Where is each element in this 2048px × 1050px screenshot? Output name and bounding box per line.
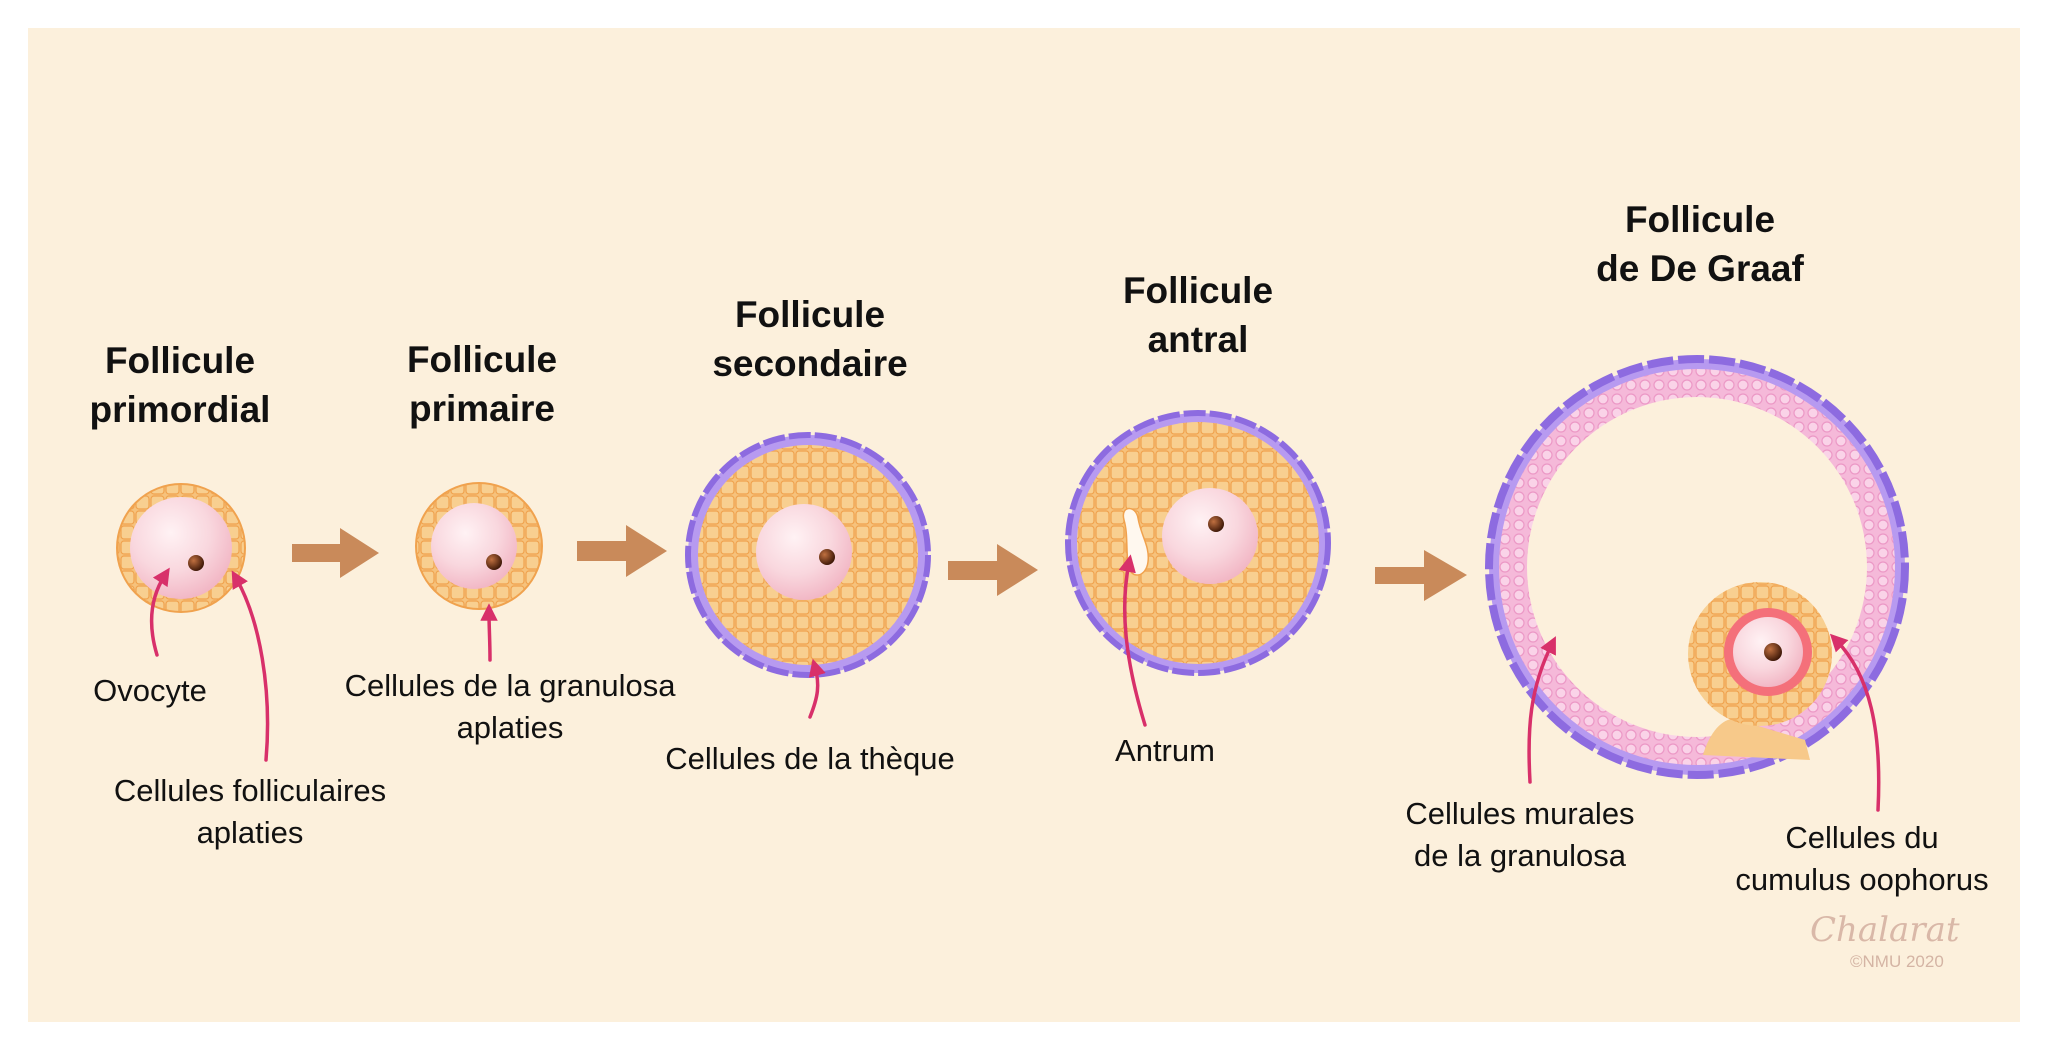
pointer-theque: [808, 658, 826, 719]
nucleus-primary: [486, 554, 502, 570]
graafian-follicle: [1485, 355, 1909, 779]
stage-title-primordial: Follicule primordial: [60, 336, 300, 434]
label-line-1: Cellules folliculaires: [113, 773, 387, 808]
title-line-2: primordial: [89, 389, 271, 430]
title-line-1: Follicule: [1122, 270, 1274, 311]
pointer-ovocyte: [149, 567, 170, 657]
title-line-2: primaire: [408, 388, 555, 429]
title-line-1: Follicule: [734, 294, 886, 335]
primordial-follicle: [116, 483, 246, 613]
title-line-1: Follicule: [406, 339, 558, 380]
label-granulosa-aplaties: Cellules de la granulosa aplaties: [310, 665, 710, 749]
label-cellules-cumulus: Cellules du cumulus oophorus: [1712, 817, 2012, 901]
pointer-granulosa-aplaties: [480, 603, 498, 662]
oocyte-primordial: [130, 497, 232, 599]
label-line-1: Cellules murales: [1405, 796, 1635, 831]
label-theque: Cellules de la thèque: [630, 738, 990, 780]
stage-title-primaire: Follicule primaire: [362, 335, 602, 433]
primary-follicle: [415, 482, 543, 610]
label-line-2: de la granulosa: [1414, 838, 1626, 873]
label-line-1: Cellules du: [1785, 820, 1939, 855]
label-text: Cellules de la thèque: [665, 741, 955, 776]
antral-follicle: [1065, 410, 1331, 676]
title-line-2: antral: [1147, 319, 1249, 360]
title-line-1: Follicule: [1624, 199, 1776, 240]
label-text: Antrum: [1115, 733, 1215, 768]
arrow-2: [577, 525, 667, 577]
stage-title-secondaire: Follicule secondaire: [670, 290, 950, 388]
arrow-4: [1375, 550, 1467, 601]
artist-signature: Chalarat: [1810, 910, 1960, 950]
oocyte-primary: [431, 503, 517, 589]
pointer-antrum: [1118, 554, 1147, 727]
label-cellules-folliculaires: Cellules folliculaires aplaties: [70, 770, 430, 854]
pointer-murales: [1527, 636, 1556, 784]
oocyte-antral: [1162, 488, 1258, 584]
label-ovocyte: Ovocyte: [70, 670, 230, 712]
label-antrum: Antrum: [1090, 730, 1240, 772]
label-cellules-murales: Cellules murales de la granulosa: [1370, 793, 1670, 877]
title-line-2: secondaire: [712, 343, 908, 384]
title-line-2: de De Graaf: [1596, 248, 1804, 289]
secondary-follicle: [685, 432, 931, 678]
cumulus-stalk: [1703, 718, 1810, 760]
arrow-3: [948, 544, 1038, 596]
label-line-2: aplaties: [196, 815, 304, 850]
pointer-cellules-folliculaires: [231, 570, 270, 762]
label-line-1: Cellules de la granulosa: [344, 668, 676, 703]
label-text: Ovocyte: [93, 673, 207, 708]
label-line-2: aplaties: [456, 710, 564, 745]
nucleus-graaf: [1764, 643, 1782, 661]
nucleus-secondary: [819, 549, 835, 565]
stage-title-de-graaf: Follicule de De Graaf: [1555, 195, 1845, 293]
arrow-1: [292, 528, 379, 578]
title-line-1: Follicule: [104, 340, 256, 381]
nucleus-primordial: [188, 555, 204, 571]
nucleus-antral: [1208, 516, 1224, 532]
label-line-2: cumulus oophorus: [1735, 862, 1989, 897]
stage-title-antral: Follicule antral: [1078, 266, 1318, 364]
copyright-text: ©NMU 2020: [1850, 952, 1944, 971]
oocyte-secondary: [756, 504, 852, 600]
pointer-cumulus: [1829, 633, 1881, 812]
